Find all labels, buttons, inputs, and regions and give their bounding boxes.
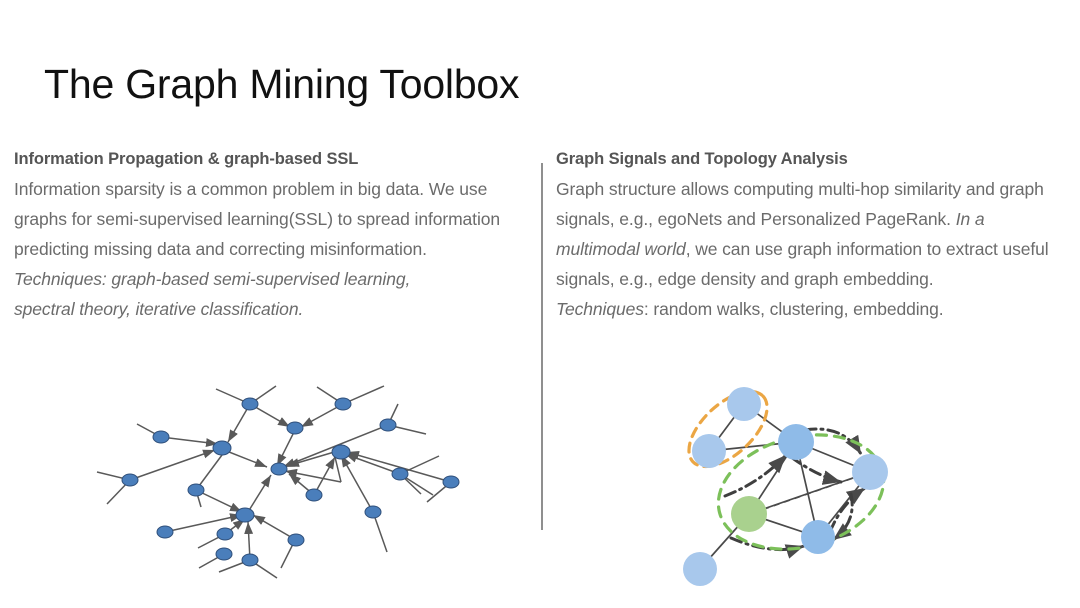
graph-node [364,505,382,519]
graph-node-hub [235,507,255,523]
left-column: Information Propagation & graph-based SS… [14,148,530,324]
graph-node [187,483,205,497]
left-body-line-3: spread information predicting missing da… [14,209,500,260]
graph-node [852,454,888,490]
graph-node [241,397,259,411]
left-figure [95,382,465,607]
cluster-ellipse-orange [687,389,769,469]
graph-signals-topology-graph [683,387,888,586]
graph-node [334,397,352,411]
left-techniques-line-2: spectral theory, iterative classificatio… [14,299,304,320]
right-column: Graph Signals and Topology Analysis Grap… [556,148,1056,324]
right-body-italic-phrase: In a multimodal world [556,209,985,260]
graph-nodes [121,397,460,567]
random-walk-edges [752,473,866,514]
left-techniques-line-1: Techniques: graph-based semi-supervised … [14,269,411,290]
right-body-part-2: , we can use graph information to extrac… [556,239,1049,290]
right-column-body: Graph structure allows computing multi-h… [556,174,1056,324]
page-title: The Graph Mining Toolbox [44,61,520,107]
graph-node [121,473,139,487]
graph-node [692,434,726,468]
left-column-heading: Information Propagation & graph-based SS… [14,150,359,168]
graph-node [305,488,323,502]
graph-nodes [683,387,888,586]
right-body-part-1: Graph structure allows computing multi-h… [556,178,1044,230]
graph-node [152,430,170,444]
graph-node [727,387,761,421]
graph-node [801,520,835,554]
left-body-line-2: We use graphs for semi-supervised learni… [14,178,488,230]
graph-node-hub [212,440,232,456]
graph-edges [96,385,452,579]
graph-node [442,475,460,489]
left-body-line-1: Information sparsity is a common problem… [14,178,425,199]
left-column-body: Information sparsity is a common problem… [14,174,530,324]
right-figure [665,380,925,605]
right-techniques-rest: : random walks, clustering, embedding. [643,299,944,320]
left-body-line-4: correcting misinformation. [229,239,427,260]
graph-node [241,553,259,567]
graph-node [286,421,304,435]
graph-node [156,525,174,539]
graph-node [287,533,305,547]
graph-node [778,424,814,460]
graph-node [683,552,717,586]
information-propagation-graph [96,385,460,579]
graph-node-hub [331,444,351,460]
graph-node [215,547,233,561]
column-divider [541,163,543,530]
graph-node [216,527,234,541]
right-techniques-label: Techniques [556,299,644,320]
graph-node-highlight [731,496,767,532]
graph-node [391,467,409,481]
graph-node-center [270,462,288,476]
right-column-heading: Graph Signals and Topology Analysis [556,150,848,168]
graph-node [379,418,397,432]
